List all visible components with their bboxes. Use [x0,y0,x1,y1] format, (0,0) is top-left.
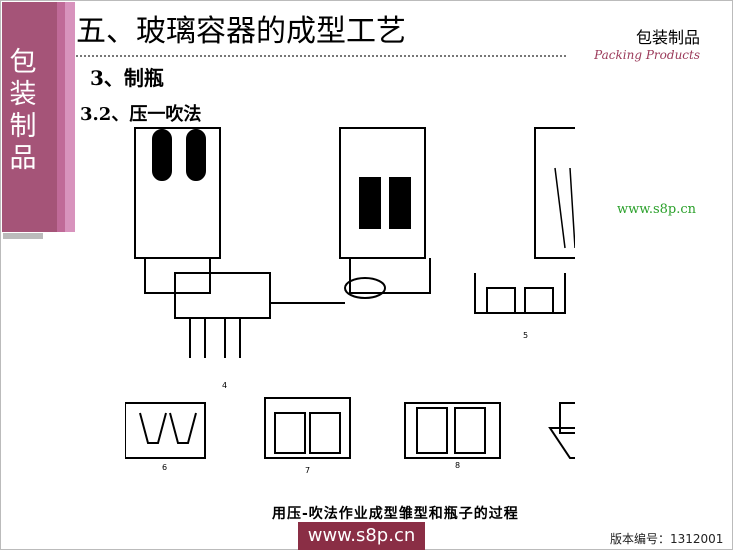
stage-2-transfer [270,127,431,304]
brand-cn: 包装制品 [635,28,700,47]
section-heading: 3、制瓶 [90,66,164,90]
stage-1-press [134,127,271,358]
figure-label-6: 6 [162,463,167,472]
watermark: www.s8p.cn [617,202,697,217]
sidebar-banner: 包装制品 Packing Products [2,2,110,232]
page-title: 五、玻璃容器的成型工艺 [76,14,406,49]
sidebar-stripe-light [65,2,75,232]
figure-label-4: 4 [222,381,227,390]
sidebar-title-cn: 包装制品 [9,47,37,174]
sidebar-stripe [57,2,65,232]
version-number: 版本编号：1312001 [610,532,724,546]
press-blow-diagram: 4 5 6 7 8 9 [125,127,575,475]
figure-label-5: 5 [523,331,528,340]
stage-3-blow [474,127,575,314]
brand-en: Packing Products [594,48,700,62]
figure-caption: 用压-吹法作业成型雏型和瓶子的过程 [272,506,519,522]
title-divider [76,55,566,57]
stage-row-bottom [125,397,575,459]
brand-logo: 包装制品 Packing Products [580,24,700,62]
sidebar-shadow [3,233,43,239]
figure-label-8: 8 [455,461,460,470]
figure-label-7: 7 [305,466,310,475]
footer-url[interactable]: www.s8p.cn [298,522,425,550]
section-subheading: 3.2、压一吹法 [80,104,202,125]
